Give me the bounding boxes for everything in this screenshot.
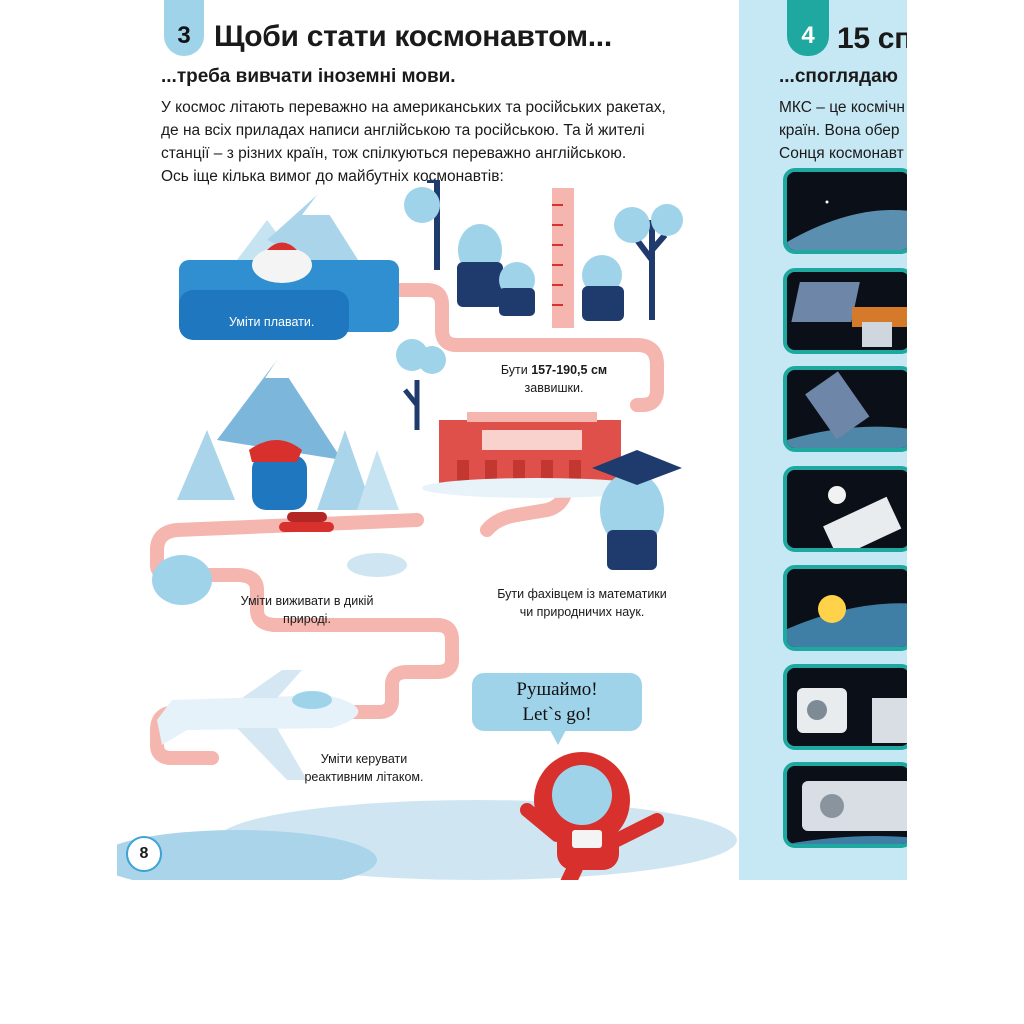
page-heading: 15 сп [837,22,907,55]
speech-bubble: Рушаймо! Let`s go! [472,673,642,745]
jet-label: Уміти керувати реактивним літаком. [294,750,434,786]
science-line: чи природничих наук. [519,605,645,619]
intro-line: МКС – це космічн [779,99,905,116]
survive-label: Уміти виживати в дикій природі. [237,592,377,628]
speech-line: Рушаймо! [516,679,598,700]
page-number: 8 [126,836,162,872]
survive-line: Уміти виживати в дикій [240,594,374,608]
photo-station-exterior [783,762,907,848]
book-spread: 3 Щоби стати космонавтом... ...треба вив… [117,0,907,880]
photo-station-module [783,664,907,750]
swim-label: Уміти плавати. [229,315,315,329]
page-subheading: ...споглядаю [779,66,898,87]
astronaut-scene [117,752,737,880]
jet-line: Уміти керувати [320,752,408,766]
section-number-tab: 4 [787,0,829,56]
section-number-tab: 3 [164,0,204,56]
science-line: Бути фахівцем із математики [497,587,667,601]
intro-line: де на всіх приладах написи англійською т… [161,122,645,139]
height-suffix: заввишки. [524,381,584,395]
intro-line: країн. Вона обер [779,122,900,139]
lake-scene [179,195,399,340]
photo-station-panels [783,366,907,452]
intro-line: Ось іще кілька вимог до майбутніх космон… [161,168,504,185]
photo-solar-panels [783,268,907,354]
intro-line: У космос літають переважно на американсь… [161,99,666,116]
page-heading: Щоби стати космонавтом... [214,20,612,53]
photo-earth-horizon [783,168,907,254]
left-page: 3 Щоби стати космонавтом... ...треба вив… [117,0,739,880]
intro-paragraph: У космос літають переважно на американсь… [161,96,666,188]
right-page: 4 15 сп ...споглядаю МКС – це космічн кр… [739,0,907,880]
university-scene [422,412,682,570]
forest-scene [152,360,407,605]
photo-spacewalk [783,466,907,552]
requirements-path-illustration [117,180,737,880]
height-chart-scene [396,180,683,430]
page-subheading: ...треба вивчати іноземні мови. [161,66,456,87]
jet-line: реактивним літаком. [304,770,424,784]
survive-line: природі. [283,612,331,626]
height-prefix: Бути [500,363,532,377]
speech-line: Let`s go! [522,704,592,725]
height-label: Бути 157-190,5 см заввишки. [499,361,609,397]
intro-line: станції – з різних країн, тож спілкуютьс… [161,145,627,162]
jet-scene [157,670,359,780]
intro-paragraph: МКС – це космічн країн. Вона обер Сонця … [779,96,905,165]
intro-line: Сонця космонавт [779,145,904,162]
photo-sunrise [783,565,907,651]
height-value: 157-190,5 см [531,363,608,377]
science-label: Бути фахівцем із математики чи природнич… [497,585,667,621]
